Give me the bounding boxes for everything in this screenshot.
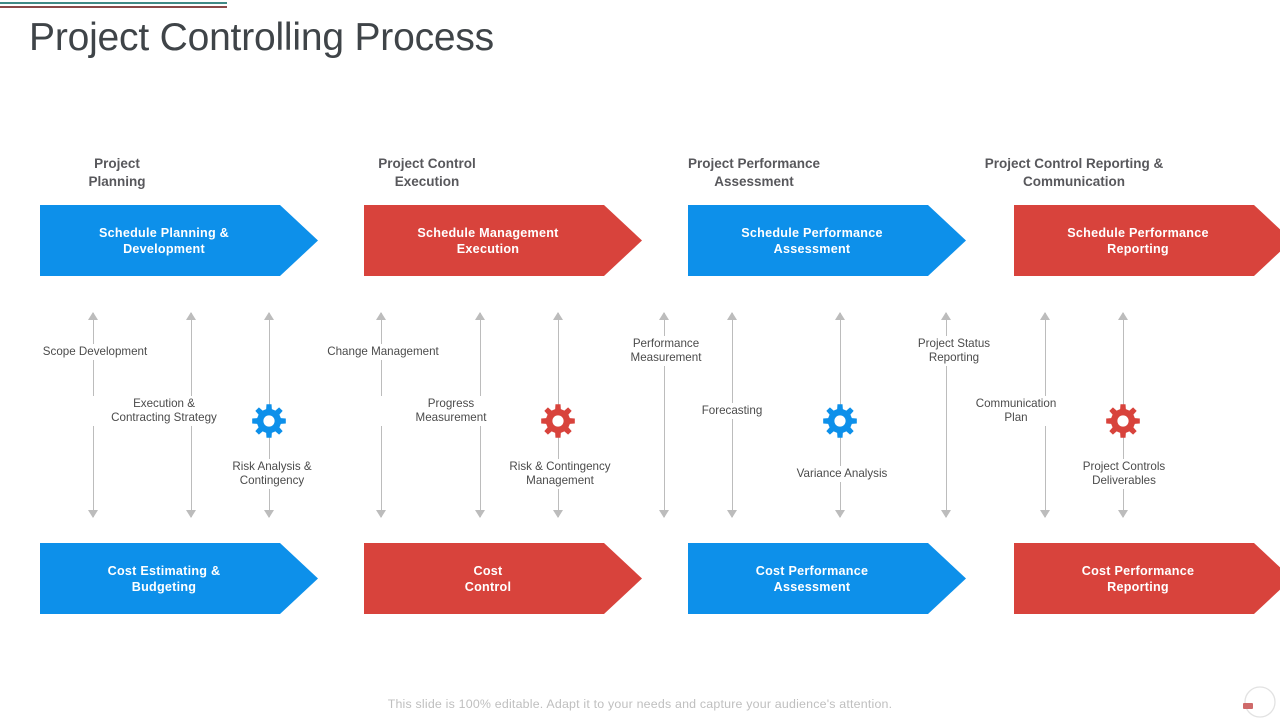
arrow-shaft — [664, 313, 665, 517]
arrow-head-down-icon — [1040, 510, 1050, 518]
top-banner[interactable]: Schedule Planning & Development — [40, 205, 318, 276]
page-title: Project Controlling Process — [29, 16, 494, 59]
footer-note: This slide is 100% editable. Adapt it to… — [387, 697, 893, 711]
node-label: Performance Measurement — [598, 336, 734, 366]
top-banner[interactable]: Schedule Performance Reporting — [1014, 205, 1280, 276]
arrow-head-up-icon — [1118, 312, 1128, 320]
arrow-head-down-icon — [88, 510, 98, 518]
top-banner-label: Schedule Planning & Development — [98, 225, 229, 256]
top-banner[interactable]: Schedule Management Execution — [364, 205, 642, 276]
arrow-head-up-icon — [1040, 312, 1050, 320]
node-label: Forecasting — [669, 403, 795, 419]
node-label: Project Controls Deliverables — [1046, 459, 1202, 489]
arrow-head-up-icon — [264, 312, 274, 320]
arrow-head-up-icon — [475, 312, 485, 320]
arrow-head-up-icon — [88, 312, 98, 320]
column-header: Project Planning — [88, 156, 146, 189]
gear-icon — [822, 403, 858, 439]
node-label: Risk & Contingency Management — [482, 459, 638, 489]
node-label: Scope Development — [17, 344, 173, 360]
arrow-head-down-icon — [835, 510, 845, 518]
arrow-head-down-icon — [553, 510, 563, 518]
arrow-head-down-icon — [264, 510, 274, 518]
arrow-head-up-icon — [186, 312, 196, 320]
top-banner-label: Schedule Management Execution — [417, 225, 559, 256]
column-header: Project Control Execution — [378, 156, 476, 189]
vertical-double-arrow — [941, 312, 952, 518]
arrow-head-up-icon — [376, 312, 386, 320]
node-label: Change Management — [305, 344, 461, 360]
arrow-head-down-icon — [186, 510, 196, 518]
arrow-head-up-icon — [835, 312, 845, 320]
arrow-head-down-icon — [659, 510, 669, 518]
node-label: Risk Analysis & Contingency — [199, 459, 345, 489]
bottom-banner[interactable]: Cost Estimating & Budgeting — [40, 543, 318, 614]
gear-icon — [1105, 403, 1141, 439]
bottom-banner-label: Cost Estimating & Budgeting — [107, 563, 221, 594]
decorative-rule-teal — [0, 2, 227, 4]
column-header: Project Performance Assessment — [687, 156, 821, 189]
bottom-banner-label: Cost Performance Assessment — [755, 563, 869, 594]
arrow-head-up-icon — [659, 312, 669, 320]
top-banner[interactable]: Schedule Performance Assessment — [688, 205, 966, 276]
arrow-head-down-icon — [727, 510, 737, 518]
node-label: Progress Measurement — [373, 396, 529, 426]
node-label: Variance Analysis — [769, 466, 915, 482]
arrow-head-down-icon — [376, 510, 386, 518]
arrow-head-up-icon — [727, 312, 737, 320]
bottom-banner-label: Cost Performance Reporting — [1081, 563, 1195, 594]
bottom-banner[interactable]: Cost Control — [364, 543, 642, 614]
vertical-double-arrow — [659, 312, 670, 518]
corner-watermark — [1236, 682, 1278, 720]
arrow-head-down-icon — [475, 510, 485, 518]
top-banner-label: Schedule Performance Reporting — [1067, 225, 1209, 256]
decorative-rule-bar — [0, 0, 227, 10]
node-label: Project Status Reporting — [886, 336, 1022, 366]
node-label: Communication Plan — [948, 396, 1084, 426]
node-label: Execution & Contracting Strategy — [86, 396, 242, 426]
bottom-banner[interactable]: Cost Performance Reporting — [1014, 543, 1280, 614]
decorative-rule-maroon — [0, 6, 227, 8]
arrow-head-up-icon — [941, 312, 951, 320]
arrow-head-down-icon — [941, 510, 951, 518]
gear-icon — [251, 403, 287, 439]
column-header: Project Control Reporting & Communicatio… — [984, 156, 1164, 189]
bottom-banner-label: Cost Control — [464, 563, 512, 594]
top-banner-label: Schedule Performance Assessment — [741, 225, 883, 256]
arrow-shaft — [946, 313, 947, 517]
arrow-head-down-icon — [1118, 510, 1128, 518]
gear-icon — [540, 403, 576, 439]
bottom-banner[interactable]: Cost Performance Assessment — [688, 543, 966, 614]
arrow-head-up-icon — [553, 312, 563, 320]
